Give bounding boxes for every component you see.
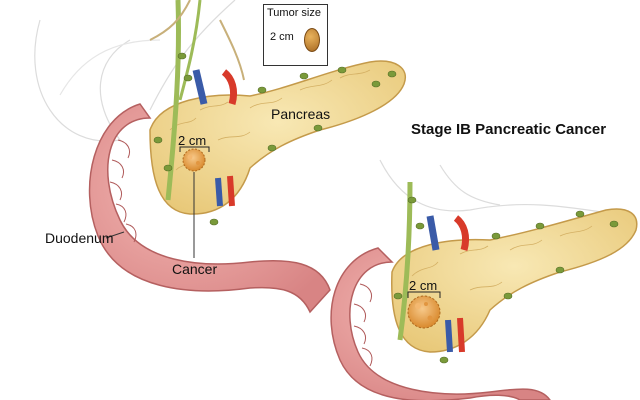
lower-vein-top [215, 177, 223, 207]
duodenum-label: Duodenum [45, 230, 114, 246]
lower-artery-bottom [457, 317, 465, 353]
measurement-label-top: 2 cm [178, 133, 207, 148]
measure-bracket-top [179, 146, 210, 152]
pancreas-label: Pancreas [271, 106, 331, 122]
cancer-label: Cancer [172, 261, 218, 277]
tumor-top [182, 148, 206, 172]
tumor-bottom [407, 295, 441, 329]
figure-title: Stage IB Pancreatic Cancer [411, 121, 607, 138]
bile-duct-branch-top [178, 0, 202, 101]
pancreas-texture-bottom [411, 225, 593, 291]
measurement-label-bottom: 2 cm [409, 278, 438, 293]
tumor-seed-icon [304, 28, 320, 52]
pancreas-bottom [391, 208, 638, 353]
bottom-anatomy [330, 181, 638, 400]
arteries-branches-top [149, 0, 245, 81]
vein-bottom [426, 215, 440, 251]
lower-vein-bottom [445, 319, 453, 353]
duodenum-top [88, 103, 331, 314]
legend-title: Tumor size [267, 7, 321, 19]
lymph-nodes-top [153, 52, 397, 226]
legend-size-value: 2 cm [270, 31, 294, 43]
vein-top [192, 69, 208, 105]
top-anatomy [88, 0, 407, 314]
duodenum-folds-top [109, 139, 137, 243]
artery-bottom [453, 215, 470, 251]
bile-duct-top [165, 0, 181, 201]
duodenum-folds-bottom [353, 283, 373, 367]
tumor-size-legend: Tumor size 2 cm [263, 4, 328, 66]
measure-bracket-bottom [407, 291, 441, 298]
lower-artery-top [227, 175, 235, 207]
duodenum-leader-line [105, 231, 125, 239]
duodenum-bottom [330, 247, 551, 400]
artery-top [221, 69, 238, 105]
lymph-nodes-bottom [393, 196, 619, 364]
